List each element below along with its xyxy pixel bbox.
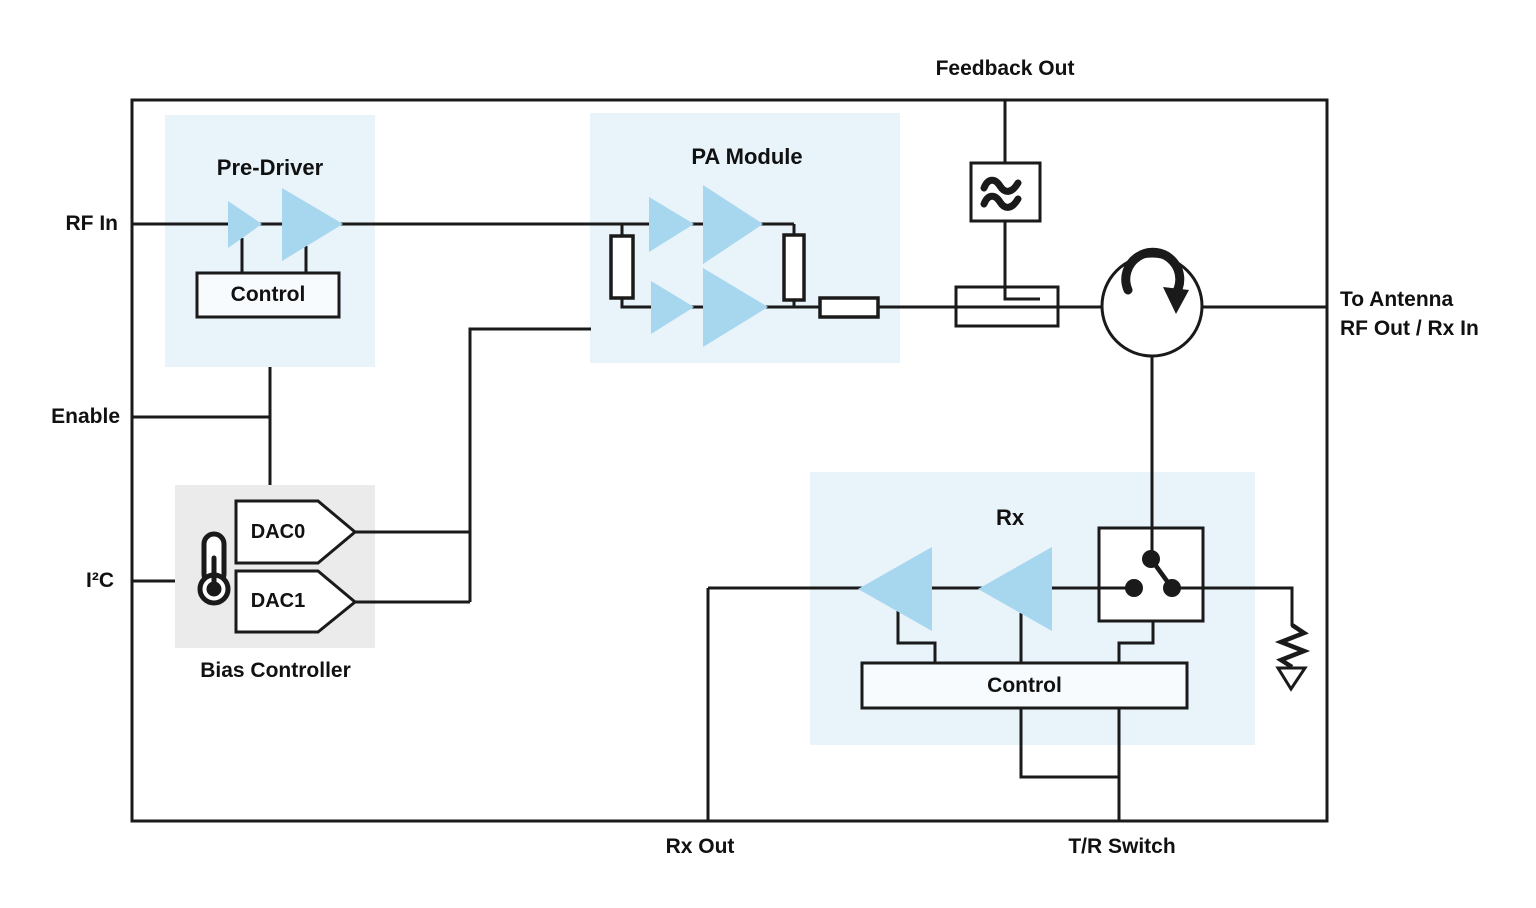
rx-amp1-icon	[858, 547, 932, 631]
switch-term-dot	[1163, 579, 1181, 597]
rx-title: Rx	[995, 505, 1025, 530]
pre-driver-control-box	[195, 271, 341, 319]
rx-control-box	[860, 661, 1189, 710]
pa-amp-top1-icon	[649, 197, 694, 252]
dac0-label: DAC0	[250, 520, 306, 543]
wire-rx-amp1-bias	[896, 611, 937, 663]
circulator-icon	[1100, 247, 1204, 358]
antenna-label-line2: RF Out / Rx In	[1340, 317, 1479, 340]
pa-amp-bottom1-icon	[651, 281, 694, 334]
splitter-resistor-icon	[609, 234, 635, 300]
filter-wave-bottom	[980, 192, 1022, 211]
pa-amp-top2-icon	[703, 185, 763, 264]
thermometer-icon	[197, 531, 231, 606]
antenna-label-line1: To Antenna	[1340, 288, 1454, 311]
dac1-label: DAC1	[250, 590, 306, 612]
wire-bias-to-pa	[468, 327, 591, 602]
amplifiers	[228, 185, 1052, 631]
pa-module-title: PA Module	[691, 144, 803, 169]
combiner-resistor-icon	[782, 233, 806, 302]
dac1-shape	[234, 569, 358, 634]
directional-coupler-icon	[954, 285, 1060, 328]
thermometer-bulb-fill	[206, 581, 222, 597]
pre-driver-amp2-icon	[282, 188, 343, 261]
bias-controller-title: Bias Controller	[200, 659, 351, 682]
circulator-arrowhead	[1163, 287, 1189, 314]
enable-label: Enable	[51, 405, 120, 428]
rf-in-label: RF In	[65, 212, 119, 235]
output-resistor-icon	[818, 296, 880, 319]
chip-boundary	[130, 98, 1329, 823]
wire-switch-control	[1117, 621, 1155, 663]
pa-amp-bottom2-icon	[703, 268, 768, 347]
bandpass-filter-icon	[969, 161, 1042, 223]
circulator-arrow-arc	[1121, 247, 1185, 301]
pre-driver-control-label: Control	[230, 283, 306, 306]
rx-amp2-icon	[978, 547, 1052, 631]
pre-driver-amp1-icon	[228, 201, 262, 248]
rx-out-label: Rx Out	[665, 835, 735, 858]
switch-rx-dot	[1125, 579, 1143, 597]
circulator-circle	[1100, 254, 1204, 358]
tr-switch-label: T/R Switch	[1068, 835, 1176, 858]
termination-resistor-icon	[1274, 623, 1311, 692]
wire-pa-output	[620, 298, 1327, 309]
i2c-label: I²C	[86, 569, 114, 592]
wire-switch-to-termination	[1172, 586, 1294, 626]
rx-control-label: Control	[987, 673, 1062, 697]
pa-module-block	[590, 113, 900, 363]
switch-contacts	[1125, 550, 1181, 597]
dac0-shape	[234, 499, 358, 565]
wires	[132, 100, 1327, 821]
ground-arrow-icon	[1275, 666, 1308, 692]
filter-wave-top	[980, 176, 1022, 195]
switch-pole-dot	[1142, 550, 1160, 568]
antenna-label: To Antenna RF Out / Rx In	[1340, 285, 1479, 343]
feedback-out-label: Feedback Out	[935, 57, 1075, 80]
pre-driver-title: Pre-Driver	[216, 155, 324, 180]
wire-control-bottom	[1019, 708, 1119, 779]
resistor-zigzag	[1274, 623, 1311, 669]
pre-driver-block	[165, 115, 375, 367]
